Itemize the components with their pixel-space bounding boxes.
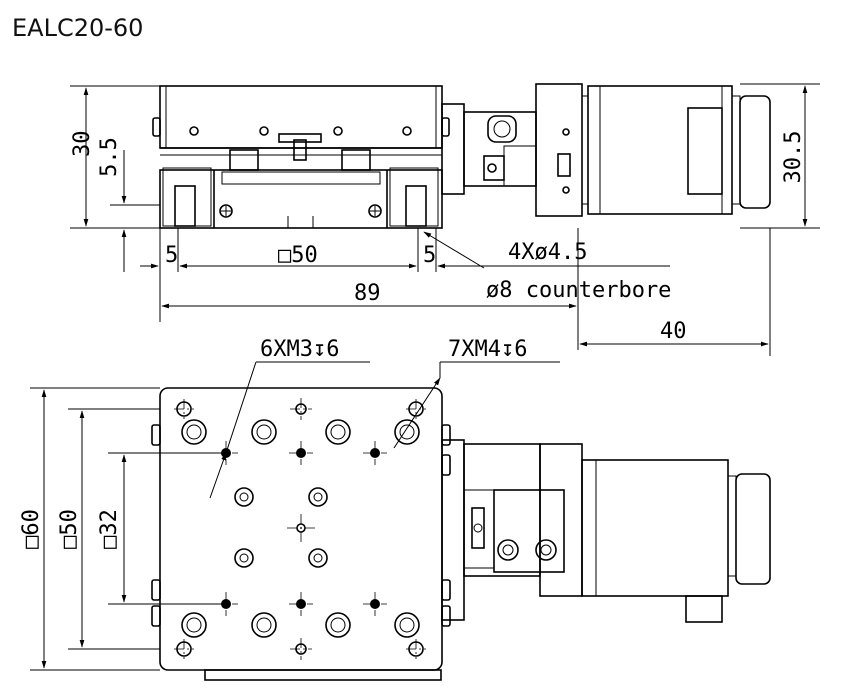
dim-motor-length: 40 xyxy=(660,319,687,344)
top-view: 6XM3↧6 7XM4↧6 □60 □50 □32 xyxy=(19,337,771,681)
callout-m3: 6XM3↧6 xyxy=(260,337,339,362)
front-view: 30 5.5 30.5 5 □50 5 4Xø4.5 ø8 counterbor… xyxy=(70,83,820,356)
counterbore-screws xyxy=(181,419,420,638)
callout-m4: 7XM4↧6 xyxy=(448,337,527,362)
dim-right-offset: 5 xyxy=(423,243,436,268)
dim-mid: □50 xyxy=(57,509,82,549)
dim-inner: □32 xyxy=(97,509,122,549)
drawing-title: EALC20-60 xyxy=(12,14,144,42)
dim-holes: 4Xø4.5 xyxy=(508,240,587,265)
stage-base xyxy=(159,169,443,229)
dim-length: 89 xyxy=(354,281,381,306)
stage-body xyxy=(159,85,443,149)
motor-flange xyxy=(535,83,583,217)
motor-knob xyxy=(739,95,771,209)
dim-width: □50 xyxy=(278,243,318,268)
threaded-holes xyxy=(214,398,387,660)
corner-holes xyxy=(174,399,426,659)
dim-left-offset: 5 xyxy=(165,243,178,268)
motor-body xyxy=(587,85,733,215)
dim-counterbore: ø8 counterbore xyxy=(486,278,671,303)
dim-height: 30 xyxy=(70,131,95,158)
dim-table: □60 xyxy=(19,509,44,549)
dim-carriage: 5.5 xyxy=(97,137,122,177)
dim-motor-height: 30.5 xyxy=(781,131,806,184)
